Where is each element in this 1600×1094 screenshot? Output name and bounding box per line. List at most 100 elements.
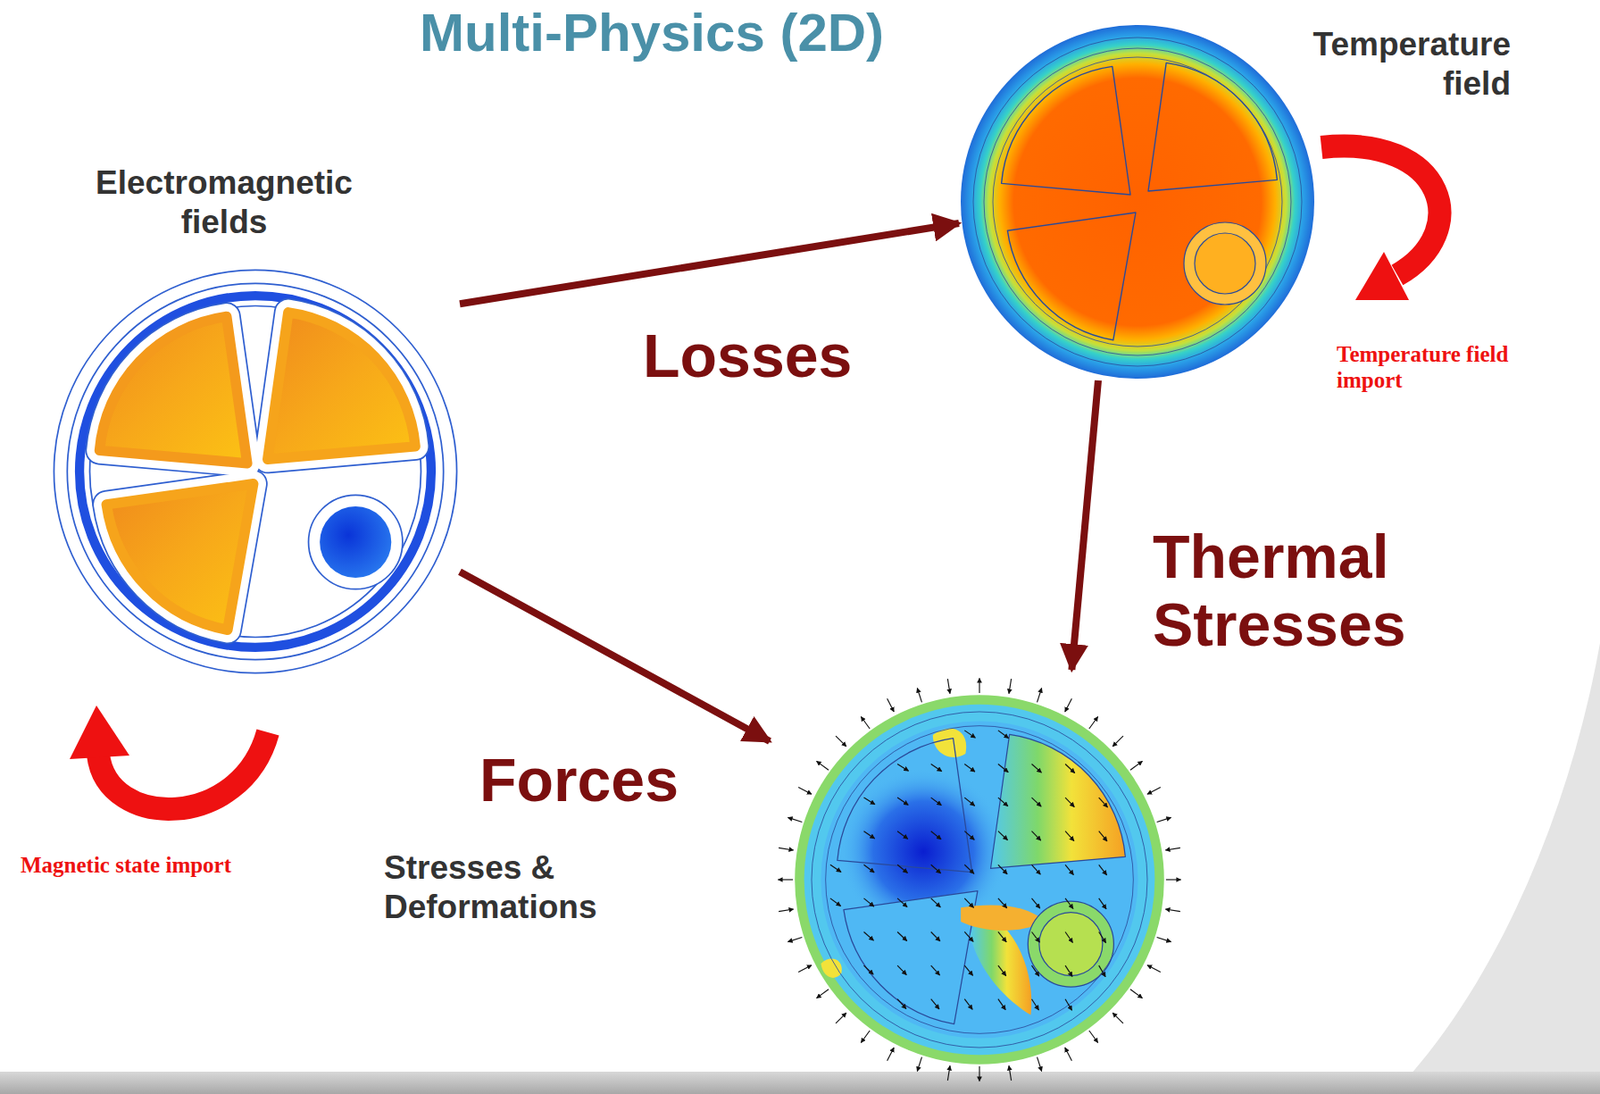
svg-shape: [860, 1030, 870, 1042]
svg-shape: [1031, 898, 1040, 909]
node-heading: Stresses & Deformations: [383, 848, 661, 928]
svg-shape: [835, 735, 847, 747]
svg-shape: [947, 1065, 950, 1081]
svg-shape: [1099, 797, 1109, 808]
svg-shape: [1165, 908, 1181, 912]
svg-shape: [1031, 763, 1042, 773]
svg-shape: [863, 931, 874, 941]
svg-shape: [53, 269, 457, 673]
svg-shape: [1157, 816, 1172, 822]
svg-shape: [267, 312, 416, 459]
svg-shape: [1065, 864, 1074, 875]
svg-shape: [964, 730, 975, 738]
svg-shape: [998, 931, 1007, 942]
svg-shape: [820, 720, 1138, 1038]
svg-shape: [998, 864, 1008, 874]
svg-shape: [897, 898, 908, 908]
svg-shape: [1130, 760, 1142, 770]
svg-shape: [998, 797, 1009, 807]
svg-shape: [916, 687, 922, 702]
svg-shape: [887, 698, 895, 712]
svg-shape: [811, 711, 1148, 1048]
svg-shape: [973, 37, 1302, 367]
footer-bar: [0, 1071, 1600, 1094]
svg-shape: [991, 733, 1126, 868]
svg-shape: [1194, 233, 1256, 294]
svg-shape: [106, 483, 253, 631]
svg-shape: [1099, 965, 1106, 977]
svg-shape: [1008, 1065, 1012, 1081]
import-note: Temperature field import: [1336, 341, 1578, 394]
svg-shape: [1065, 797, 1075, 807]
svg-shape: [820, 958, 842, 978]
svg-shape: [778, 908, 794, 912]
svg-shape: [1148, 62, 1277, 192]
flow-arrow: [459, 223, 959, 304]
node-heading: Electromagnetic fields: [63, 163, 385, 243]
svg-shape: [1008, 678, 1012, 694]
edge-label: Forces: [479, 745, 679, 814]
svg-shape: [777, 878, 793, 880]
svg-shape: [931, 898, 942, 908]
svg-shape: [794, 694, 1165, 1065]
svg-shape: [1099, 898, 1107, 909]
svg-shape: [100, 312, 417, 630]
svg-shape: [816, 989, 829, 999]
svg-shape: [1147, 965, 1161, 973]
svg-shape: [1157, 937, 1172, 942]
svg-shape: [830, 898, 842, 907]
svg-shape: [1112, 1012, 1124, 1024]
svg-shape: [1089, 716, 1099, 729]
svg-shape: [964, 999, 973, 1010]
temperature-map: [958, 23, 1317, 381]
svg-shape: [825, 725, 1134, 1034]
svg-shape: [798, 965, 812, 973]
svg-shape: [1166, 878, 1182, 880]
svg-shape: [964, 763, 975, 772]
svg-shape: [931, 864, 942, 874]
svg-shape: [1183, 222, 1267, 305]
svg-shape: [933, 728, 967, 758]
svg-shape: [897, 763, 909, 771]
svg-shape: [863, 797, 875, 805]
import-note: Magnetic state import: [20, 852, 316, 879]
svg-shape: [978, 1066, 980, 1082]
svg-shape: [1031, 999, 1039, 1010]
svg-shape: [964, 898, 974, 908]
svg-shape: [964, 797, 975, 806]
svg-shape: [267, 312, 416, 459]
svg-shape: [106, 483, 253, 631]
svg-shape: [106, 483, 253, 631]
edge-label: Losses: [642, 321, 852, 390]
svg-shape: [816, 760, 829, 770]
svg-shape: [100, 316, 248, 463]
svg-shape: [998, 831, 1009, 841]
svg-shape: [835, 1012, 847, 1024]
svg-shape: [897, 864, 908, 873]
arrow-head: [69, 705, 130, 759]
svg-shape: [1037, 687, 1042, 702]
loop-arrow: [98, 732, 268, 809]
svg-shape: [1001, 66, 1131, 195]
svg-shape: [787, 937, 802, 942]
svg-shape: [998, 965, 1007, 976]
svg-shape: [998, 730, 1009, 739]
svg-shape: [863, 831, 875, 839]
stress-map: [769, 669, 1190, 1090]
svg-shape: [1031, 931, 1040, 942]
svg-shape: [1165, 847, 1181, 850]
svg-shape: [308, 494, 403, 589]
svg-shape: [319, 506, 392, 578]
svg-shape: [1065, 698, 1073, 712]
svg-shape: [897, 999, 907, 1009]
svg-shape: [916, 1057, 922, 1072]
svg-shape: [79, 295, 432, 648]
stress-node: Stresses & Deformations: [769, 669, 1190, 1090]
svg-shape: [1065, 999, 1072, 1011]
svg-shape: [100, 316, 248, 463]
swoosh: [1392, 642, 1600, 1094]
svg-shape: [897, 931, 908, 941]
svg-shape: [1112, 735, 1124, 747]
svg-shape: [837, 738, 973, 873]
svg-shape: [1001, 62, 1278, 340]
